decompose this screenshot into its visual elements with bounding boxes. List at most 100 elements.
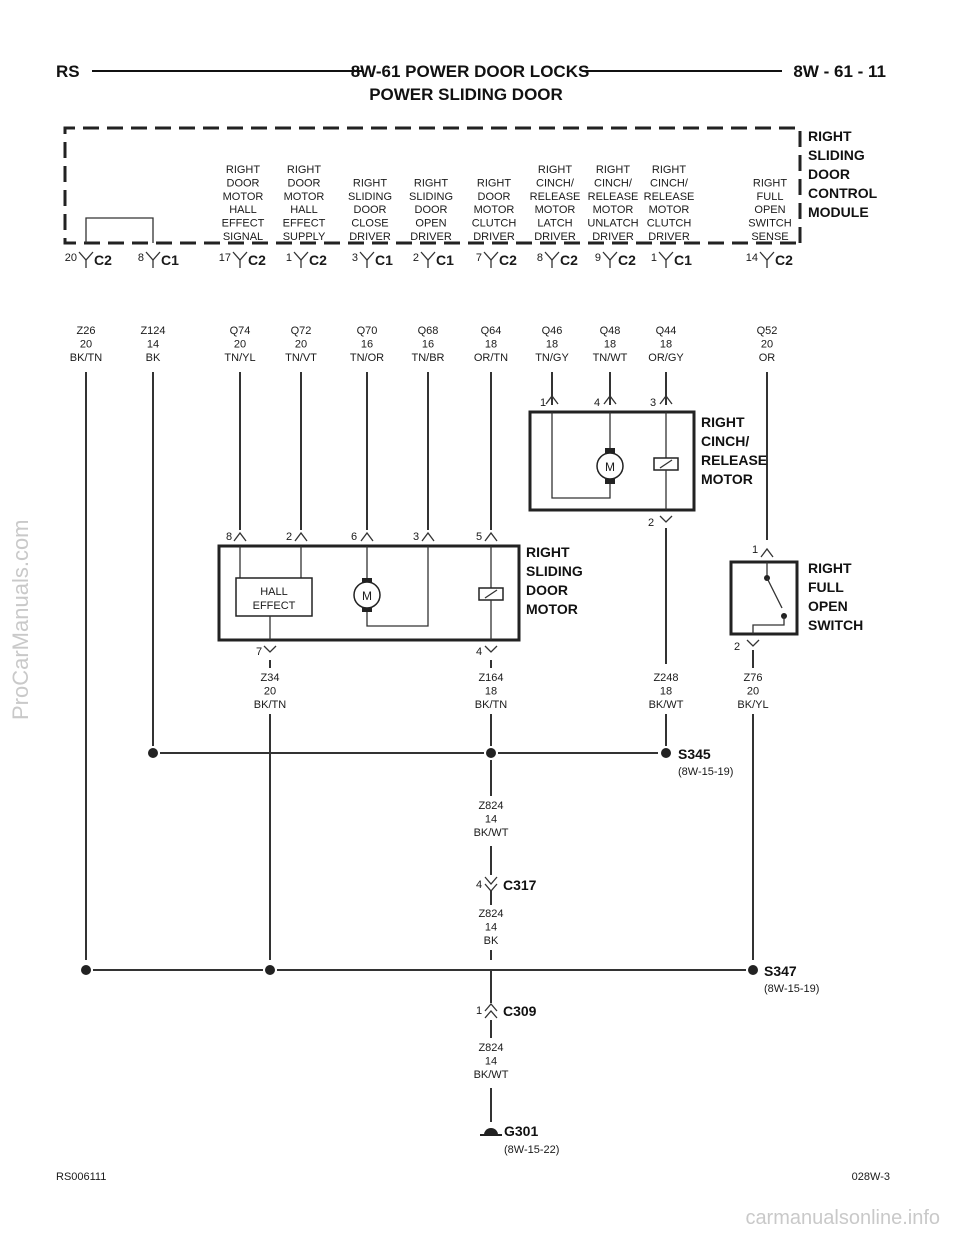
splice-s347-ref: (8W-15-19) [764,983,819,995]
circuit-1-wire-line-2: BK [146,352,161,364]
cinch-name-line-2: RELEASE [701,452,767,468]
circuit-10-label-line-0: RIGHT [753,177,788,189]
circuit-10-label-line-3: SWITCH [748,218,791,230]
circuit-9-pin-symbol [658,251,674,261]
splice-dots [81,748,758,975]
circuit-7-label-line-4: LATCH [537,218,572,230]
slide-pin-4: 4 [476,646,482,658]
slide-pin-6: 6 [351,531,357,543]
c317-pin: 4 [476,879,482,891]
circuit-2-label-line-3: HALL [229,204,257,216]
switch-name-line-0: RIGHT [808,560,852,576]
splice-s345-label: S345 [678,746,711,762]
header-title-line2: POWER SLIDING DOOR [369,85,563,104]
switch-pin-1: 1 [752,544,758,556]
wire-z76-line-0: Z76 [744,672,763,684]
wire-z824_b-line-0: Z824 [478,908,503,920]
circuit-6-pin: 7 [476,252,482,264]
circuit-3-label-line-1: DOOR [288,177,321,189]
page-header: RS 8W-61 POWER DOOR LOCKS 8W - 61 - 11 P… [56,62,886,104]
circuit-6-label-line-3: CLUTCH [472,218,517,230]
circuit-1-pin-symbol [145,251,161,261]
circuit-8-label-line-3: MOTOR [593,204,634,216]
c309-label: C309 [503,1003,537,1019]
circuit-6-label-line-0: RIGHT [477,177,512,189]
sliding-motor-symbol: M [362,589,372,603]
module-name-line-2: DOOR [808,166,850,182]
circuit-5-label-line-2: DOOR [415,204,448,216]
circuit-10-label-line-1: FULL [757,191,784,203]
switch-pin-2: 2 [734,641,740,653]
circuit-3-label-line-5: SUPPLY [283,231,326,243]
circuit-7-label-line-2: RELEASE [530,191,581,203]
circuit-7-label-line-3: MOTOR [535,204,576,216]
circuit-8-label-line-2: RELEASE [588,191,639,203]
circuit-0-connector: C2 [94,252,112,268]
circuit-6-label-line-4: DRIVER [473,231,515,243]
cinch-name-line-1: CINCH/ [701,433,749,449]
circuit-9-label-line-3: MOTOR [649,204,690,216]
circuit-2-label-line-5: SIGNAL [223,231,263,243]
wire-z824_c-line-0: Z824 [478,1042,503,1054]
slide-pin-2: 2 [286,531,292,543]
circuit-2-wire-line-2: TN/YL [224,352,255,364]
c309-pin: 1 [476,1005,482,1017]
circuit-9-label-line-5: DRIVER [648,231,690,243]
wire-z34-line-1: 20 [264,685,276,697]
wire-z248-line-0: Z248 [653,672,678,684]
circuit-1-connector: C1 [161,252,179,268]
ground-ref: (8W-15-22) [504,1144,559,1156]
module-name-line-4: MODULE [808,204,869,220]
circuit-10-connector: C2 [775,252,793,268]
circuit-9-wire-line-2: OR/GY [648,352,684,364]
circuit-4-pin-symbol [359,251,375,261]
circuit-9-pin: 1 [651,252,657,264]
circuit-6-label-line-1: DOOR [478,191,511,203]
circuit-4-pin: 3 [352,252,358,264]
circuit-4-label-line-1: SLIDING [348,191,392,203]
wire-z248-line-2: BK/WT [649,699,684,711]
circuit-4-wire-line-1: 16 [361,338,373,350]
circuit-4-label-line-3: CLOSE [351,218,388,230]
wire-z164-line-1: 18 [485,685,497,697]
circuit-7-connector: C2 [560,252,578,268]
wire-z824_b-line-2: BK [484,935,499,947]
circuit-8-pin-symbol [602,251,618,261]
wire-z824_c-line-1: 14 [485,1055,497,1067]
c317-label: C317 [503,877,537,893]
circuit-7-pin: 8 [537,252,543,264]
circuit-7-wire-line-1: 18 [546,338,558,350]
circuit-3-label-line-3: HALL [290,204,318,216]
wire-z76-line-2: BK/YL [737,699,768,711]
circuit-4-wire-line-2: TN/OR [350,352,384,364]
slide-name-line-3: MOTOR [526,601,578,617]
circuit-0-wire-line-1: 20 [80,338,92,350]
circuit-3-wire-line-1: 20 [295,338,307,350]
circuit-5-pin-symbol [420,251,436,261]
circuit-2-label-line-4: EFFECT [222,218,265,230]
circuit-8-wire-line-2: TN/WT [593,352,628,364]
splice-s347-label: S347 [764,963,797,979]
circuit-5-label-line-4: DRIVER [410,231,452,243]
circuit-2-label-line-2: MOTOR [223,191,264,203]
bottom-watermark: carmanualsonline.info [745,1207,940,1229]
circuit-7-label-line-5: DRIVER [534,231,576,243]
slide-pin-5: 5 [476,531,482,543]
circuit-4-wire-line-0: Q70 [357,325,378,337]
circuit-8-pin: 9 [595,252,601,264]
circuit-5-label-line-3: OPEN [415,218,446,230]
slide-name-line-0: RIGHT [526,544,570,560]
circuit-7-wire-line-0: Q46 [542,325,563,337]
slide-name-line-2: DOOR [526,582,568,598]
module-name-line-0: RIGHT [808,128,852,144]
circuit-0-wire-line-2: BK/TN [70,352,102,364]
circuit-9-label-line-2: RELEASE [644,191,695,203]
circuit-6-wire-line-2: OR/TN [474,352,508,364]
circuit-6-connector: C2 [499,252,517,268]
